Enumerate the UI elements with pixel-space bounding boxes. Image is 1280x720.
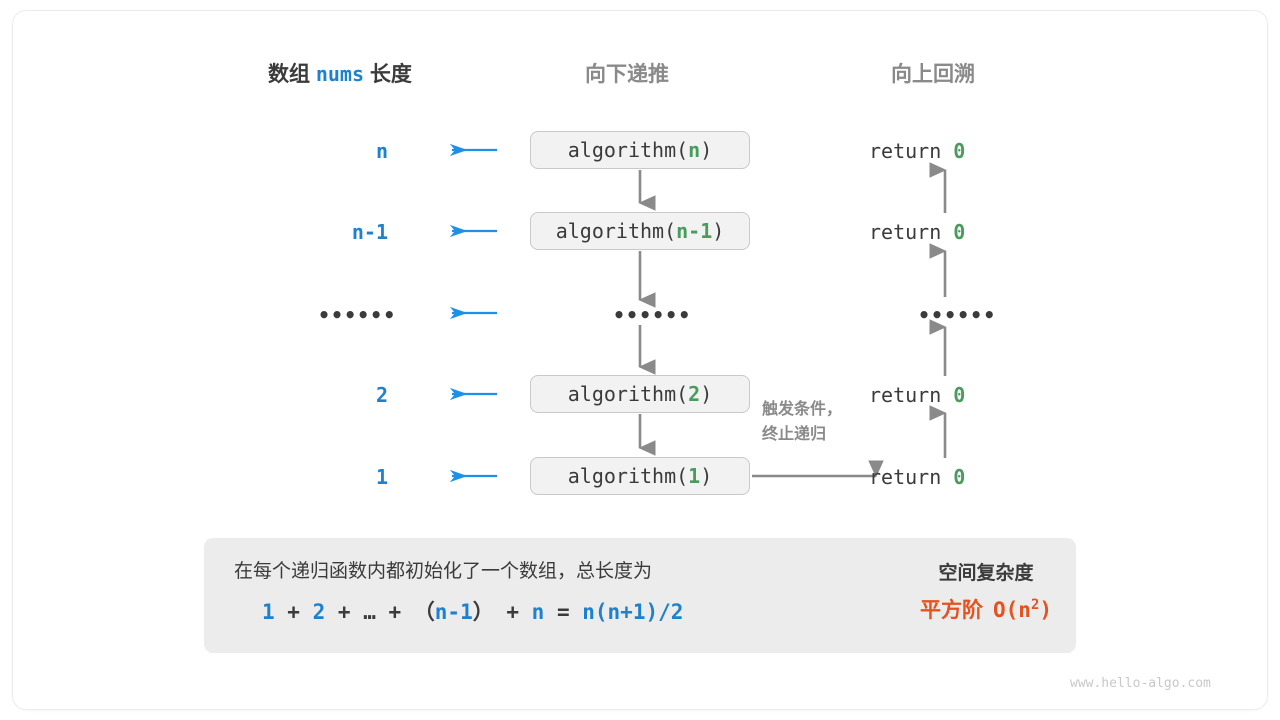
return-label-1: return 0 xyxy=(869,465,965,489)
call-prefix: algorithm( xyxy=(567,464,689,488)
call-prefix: algorithm( xyxy=(567,382,689,406)
header-array-code: nums xyxy=(315,62,365,86)
call-box-n: algorithm(n) xyxy=(530,131,750,169)
call-suffix: ) xyxy=(700,138,713,162)
call-ellipsis: •••••• xyxy=(613,303,692,327)
call-argument: 2 xyxy=(688,382,701,406)
complexity-big-o-exponent: 2 xyxy=(1030,597,1040,613)
length-label-1: 1 xyxy=(375,465,388,489)
call-suffix: ) xyxy=(712,219,725,243)
header-recurse-down: 向下递推 xyxy=(585,63,669,86)
formula-part-3: + xyxy=(325,600,364,624)
summary-formula: 1 + 2 + … + （n-1） + n = n(n+1)/2 xyxy=(262,596,683,626)
call-box-2: algorithm(2) xyxy=(530,375,750,413)
return-value: 0 xyxy=(953,220,966,244)
return-keyword: return xyxy=(869,220,954,244)
header-array-prefix: 数组 xyxy=(268,63,310,86)
length-label-ellipsis: •••••• xyxy=(318,303,397,327)
watermark: www.hello-algo.com xyxy=(1070,676,1211,691)
call-box-1: algorithm(1) xyxy=(530,457,750,495)
return-label-n-minus-1: return 0 xyxy=(869,220,965,244)
call-argument: n-1 xyxy=(676,219,713,243)
length-arrows xyxy=(449,143,497,483)
complexity-value: 平方阶 O(n2) xyxy=(886,594,1086,624)
complexity-big-o-prefix: O(n xyxy=(993,598,1031,622)
formula-part-8: n xyxy=(531,600,545,624)
formula-part-4: … xyxy=(363,600,376,624)
length-label-n: n xyxy=(375,139,388,163)
header-array-length: 数组 nums 长度 xyxy=(268,58,412,88)
call-argument: 1 xyxy=(688,464,701,488)
formula-part-0: 1 xyxy=(262,600,275,624)
base-case-annotation: 触发条件， 终止递归 xyxy=(762,398,842,448)
complexity-title: 空间复杂度 xyxy=(938,563,1034,584)
formula-part-2: 2 xyxy=(312,600,326,624)
return-keyword: return xyxy=(869,465,954,489)
formula-part-9: = xyxy=(544,600,583,624)
complexity-big-o-suffix: ) xyxy=(1039,598,1052,622)
annotation-line-2: 终止递归 xyxy=(762,425,827,443)
formula-part-1: + xyxy=(274,600,313,624)
annotation-line-1: 触发条件， xyxy=(762,401,843,418)
formula-part-6: n-1 xyxy=(434,600,473,624)
return-keyword: return xyxy=(869,139,954,163)
call-suffix: ) xyxy=(700,464,713,488)
call-prefix: algorithm( xyxy=(555,219,677,243)
return-value: 0 xyxy=(953,139,966,163)
return-value: 0 xyxy=(953,383,966,407)
return-label-2: return 0 xyxy=(869,383,965,407)
return-keyword: return xyxy=(869,383,954,407)
header-array-suffix: 长度 xyxy=(369,63,412,86)
call-suffix: ) xyxy=(700,382,713,406)
formula-part-5: + （ xyxy=(375,600,435,624)
summary-description: 在每个递归函数内都初始化了一个数组，总长度为 xyxy=(234,561,653,582)
call-prefix: algorithm( xyxy=(567,138,689,162)
complexity-order-label: 平方阶 xyxy=(920,599,984,622)
formula-part-10: n(n+1)/2 xyxy=(582,600,684,624)
return-value: 0 xyxy=(953,465,966,489)
formula-part-7: ） + xyxy=(472,600,532,624)
length-label-2: 2 xyxy=(375,383,388,407)
length-label-n-minus-1: n-1 xyxy=(351,220,388,244)
return-ellipsis: •••••• xyxy=(918,303,997,327)
return-label-n: return 0 xyxy=(869,139,965,163)
call-box-n-minus-1: algorithm(n-1) xyxy=(530,212,750,250)
call-argument: n xyxy=(688,138,701,162)
header-backtrack-up: 向上回溯 xyxy=(891,63,975,86)
summary-panel: 在每个递归函数内都初始化了一个数组，总长度为 1 + 2 + … + （n-1）… xyxy=(204,538,1076,653)
